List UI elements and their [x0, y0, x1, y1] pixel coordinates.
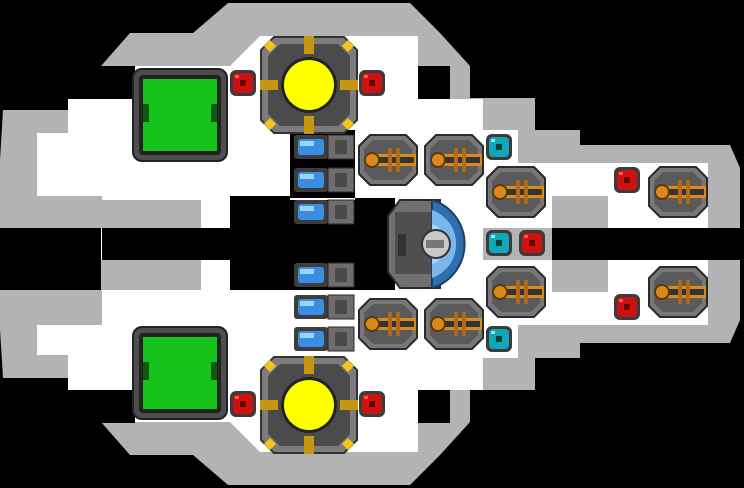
green-panel-icon[interactable]	[132, 68, 228, 162]
turret-icon[interactable]	[358, 298, 418, 350]
teal-node-icon[interactable]	[486, 230, 512, 256]
green-panel-icon[interactable]	[132, 326, 228, 420]
battery-cell-icon[interactable]	[293, 326, 355, 352]
turret-icon[interactable]	[486, 166, 546, 218]
red-node-icon[interactable]	[230, 391, 256, 417]
battery-cell-icon[interactable]	[293, 167, 355, 193]
turret-icon[interactable]	[424, 298, 484, 350]
teal-node-icon[interactable]	[486, 326, 512, 352]
teal-node-icon[interactable]	[486, 134, 512, 160]
turret-icon[interactable]	[648, 266, 708, 318]
turret-icon[interactable]	[424, 134, 484, 186]
red-node-icon[interactable]	[614, 167, 640, 193]
battery-cell-icon[interactable]	[293, 199, 355, 225]
battery-cell-icon[interactable]	[293, 134, 355, 160]
red-node-icon[interactable]	[614, 294, 640, 320]
yellow-core-icon[interactable]	[260, 36, 358, 134]
battery-cell-icon[interactable]	[293, 262, 355, 288]
turret-icon[interactable]	[486, 266, 546, 318]
yellow-core-icon[interactable]	[260, 356, 358, 454]
red-node-icon[interactable]	[519, 230, 545, 256]
red-node-icon[interactable]	[230, 70, 256, 96]
turret-icon[interactable]	[648, 166, 708, 218]
red-node-icon[interactable]	[359, 70, 385, 96]
battery-cell-icon[interactable]	[293, 294, 355, 320]
dome-icon[interactable]	[387, 198, 466, 290]
turret-icon[interactable]	[358, 134, 418, 186]
red-node-icon[interactable]	[359, 391, 385, 417]
